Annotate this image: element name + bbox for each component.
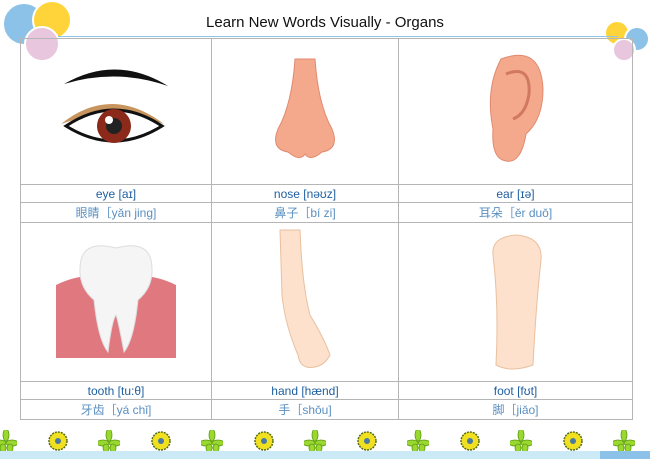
ground-strip-accent xyxy=(600,451,650,459)
word-chinese: 鼻子［bí zi] xyxy=(211,202,399,223)
word-english: ear [ɪə] xyxy=(398,184,633,203)
word-english: eye [aɪ] xyxy=(20,184,212,203)
ground-strip xyxy=(0,451,650,459)
leaf-flower-icon xyxy=(0,430,17,452)
leaf-flower-icon xyxy=(407,430,429,452)
tooth-image xyxy=(56,244,176,358)
word-chinese: 牙齿［yá chǐ] xyxy=(20,399,212,420)
tooth-cell xyxy=(20,222,212,382)
eye-image xyxy=(61,69,168,143)
sunflower-icon xyxy=(459,431,480,451)
eye-cell xyxy=(20,38,212,185)
word-english: tooth [tu:θ] xyxy=(20,381,212,400)
hand-image xyxy=(279,229,331,368)
leaf-flower-icon xyxy=(201,430,223,452)
word-chinese: 耳朵［ěr duǒ] xyxy=(398,202,633,223)
sunflower-icon xyxy=(562,431,583,451)
word-english: nose [nəʊz] xyxy=(211,184,399,203)
nose-cell xyxy=(211,38,399,185)
word-chinese: 手［shǒu] xyxy=(211,399,399,420)
leaf-flower-icon xyxy=(613,430,635,452)
title-underline xyxy=(58,36,618,37)
hand-cell xyxy=(211,222,399,382)
word-chinese: 脚［jiǎo] xyxy=(398,399,633,420)
sunflower-icon xyxy=(47,431,68,451)
word-english: hand [hænd] xyxy=(211,381,399,400)
foot-cell xyxy=(398,222,633,382)
ear-cell xyxy=(398,38,633,185)
leaf-flower-icon xyxy=(98,430,120,452)
sunflower-icon xyxy=(356,431,377,451)
leaf-flower-icon xyxy=(304,430,326,452)
sunflower-icon xyxy=(253,431,274,451)
ear-image xyxy=(489,54,544,162)
leaf-flower-icon xyxy=(510,430,532,452)
vocabulary-table: eye [aɪ]nose [nəʊz]ear [ɪə] 眼睛［yǎn jing]… xyxy=(20,38,633,420)
word-chinese: 眼睛［yǎn jing] xyxy=(20,202,212,223)
page-title: Learn New Words Visually - Organs xyxy=(206,14,444,31)
sunflower-icon xyxy=(150,431,171,451)
word-english: foot [fʊt] xyxy=(398,381,633,400)
nose-image xyxy=(275,58,335,158)
foot-image xyxy=(491,233,542,369)
